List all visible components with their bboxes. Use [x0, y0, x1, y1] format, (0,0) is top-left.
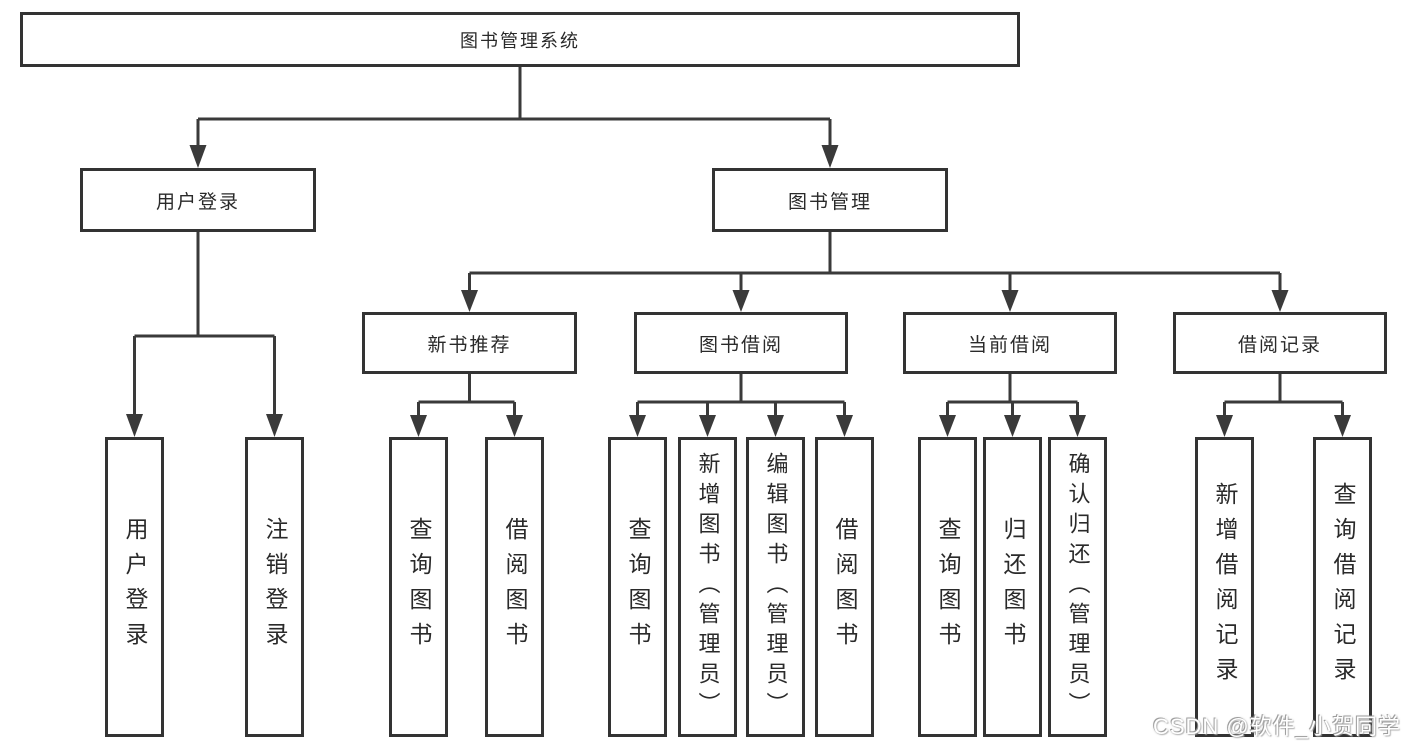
node-current-borrowing: 当前借阅 — [903, 312, 1117, 374]
leaf-edit-books-admin-label: 编辑图书（管理员） — [763, 452, 789, 722]
node-current-borrowing-label: 当前借阅 — [967, 334, 1052, 356]
node-borrowing-records-label: 借阅记录 — [1237, 334, 1322, 356]
node-book-borrowing-label: 图书借阅 — [698, 334, 783, 356]
leaf-edit-books-admin: 编辑图书（管理员） — [746, 437, 805, 737]
node-book-management: 图书管理 — [712, 168, 948, 232]
node-new-book-recommend-label: 新书推荐 — [427, 334, 512, 356]
leaf-borrow-books-recommend-label: 借阅图书 — [502, 517, 528, 657]
node-new-book-recommend: 新书推荐 — [362, 312, 577, 374]
leaf-add-borrow-record-label: 新增借阅记录 — [1212, 482, 1238, 692]
leaf-return-books: 归还图书 — [983, 437, 1042, 737]
node-borrowing-records: 借阅记录 — [1173, 312, 1387, 374]
leaf-query-books-current: 查询图书 — [918, 437, 977, 737]
leaf-query-books-recommend: 查询图书 — [389, 437, 448, 737]
leaf-query-borrow-record: 查询借阅记录 — [1313, 437, 1372, 737]
leaf-add-books-admin-label: 新增图书（管理员） — [695, 452, 721, 722]
leaf-user-login-label: 用户登录 — [122, 517, 148, 657]
leaf-add-borrow-record: 新增借阅记录 — [1195, 437, 1254, 737]
leaf-add-books-admin: 新增图书（管理员） — [678, 437, 737, 737]
leaf-borrow-books-recommend: 借阅图书 — [485, 437, 544, 737]
node-root: 图书管理系统 — [20, 12, 1020, 67]
leaf-borrow-books-borrowing: 借阅图书 — [815, 437, 874, 737]
node-book-management-label: 图书管理 — [787, 191, 872, 213]
watermark-text: CSDN @软件_小贺同学 — [1152, 714, 1401, 739]
node-root-label: 图书管理系统 — [460, 30, 580, 51]
node-user-login: 用户登录 — [80, 168, 316, 232]
leaf-confirm-return-admin-label: 确认归还（管理员） — [1065, 452, 1091, 722]
leaf-query-books-recommend-label: 查询图书 — [406, 517, 432, 657]
leaf-logout-login: 注销登录 — [245, 437, 304, 737]
leaf-return-books-label: 归还图书 — [1000, 517, 1026, 657]
leaf-user-login: 用户登录 — [105, 437, 164, 737]
node-user-login-label: 用户登录 — [155, 191, 240, 213]
leaf-logout-login-label: 注销登录 — [262, 517, 288, 657]
leaf-query-borrow-record-label: 查询借阅记录 — [1330, 482, 1356, 692]
leaf-query-books-current-label: 查询图书 — [935, 517, 961, 657]
node-book-borrowing: 图书借阅 — [634, 312, 848, 374]
leaf-query-books-borrowing: 查询图书 — [608, 437, 667, 737]
leaf-borrow-books-borrowing-label: 借阅图书 — [832, 517, 858, 657]
leaf-confirm-return-admin: 确认归还（管理员） — [1048, 437, 1107, 737]
leaf-query-books-borrowing-label: 查询图书 — [625, 517, 651, 657]
